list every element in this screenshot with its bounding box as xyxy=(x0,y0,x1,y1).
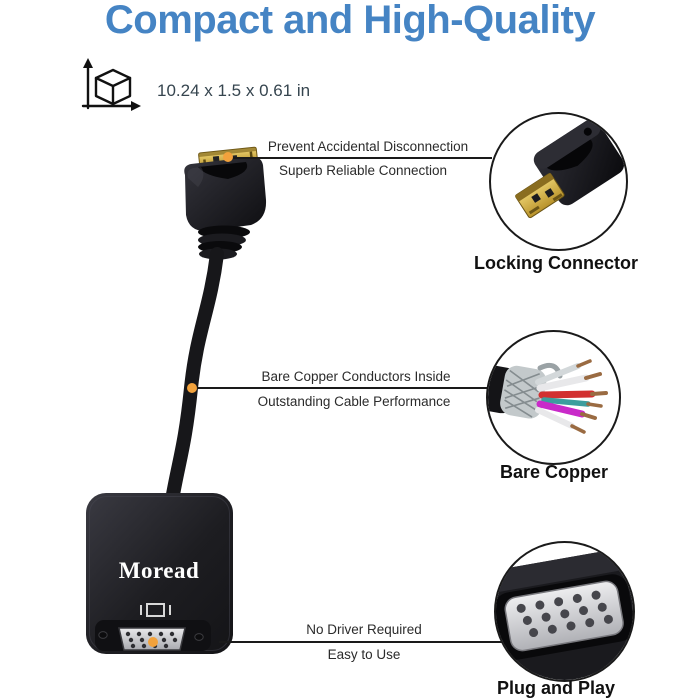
dp-connector-photo xyxy=(184,146,267,260)
inset-plug-and-play xyxy=(494,541,635,682)
vga-port-photo xyxy=(496,543,633,680)
callout-plug-line2: Easy to Use xyxy=(327,647,401,662)
callout-copper-line1: Bare Copper Conductors Inside xyxy=(261,369,451,384)
monitor-icon xyxy=(140,603,171,617)
callout-copper-line2: Outstanding Cable Performance xyxy=(257,394,451,409)
bare-copper-photo xyxy=(488,359,608,434)
inset-label-copper: Bare Copper xyxy=(499,462,609,482)
callout-locking-line2: Superb Reliable Connection xyxy=(278,163,448,178)
dimensions-text: 10.24 x 1.5 x 0.61 in xyxy=(157,81,311,100)
inset-locking-connector xyxy=(489,112,628,251)
accent-dots xyxy=(148,152,233,647)
inset-label-locking: Locking Connector xyxy=(473,253,639,273)
cable-photo xyxy=(165,247,224,507)
screw-hole-right xyxy=(194,633,204,641)
inset-bare-copper xyxy=(486,330,621,465)
callout-lines xyxy=(197,157,502,643)
locking-connector-photo xyxy=(514,119,625,219)
screw-hole-left xyxy=(98,631,108,639)
callout-locking-line1: Prevent Accidental Disconnection xyxy=(267,139,469,154)
vga-adapter-photo: Moread xyxy=(86,493,233,654)
brand-logo: Moread xyxy=(119,558,200,583)
inset-label-plug: Plug and Play xyxy=(496,678,616,698)
callout-plug-line1: No Driver Required xyxy=(306,622,422,637)
page-title: Compact and High-Quality xyxy=(104,0,596,42)
cube-dimensions-icon xyxy=(81,58,141,111)
